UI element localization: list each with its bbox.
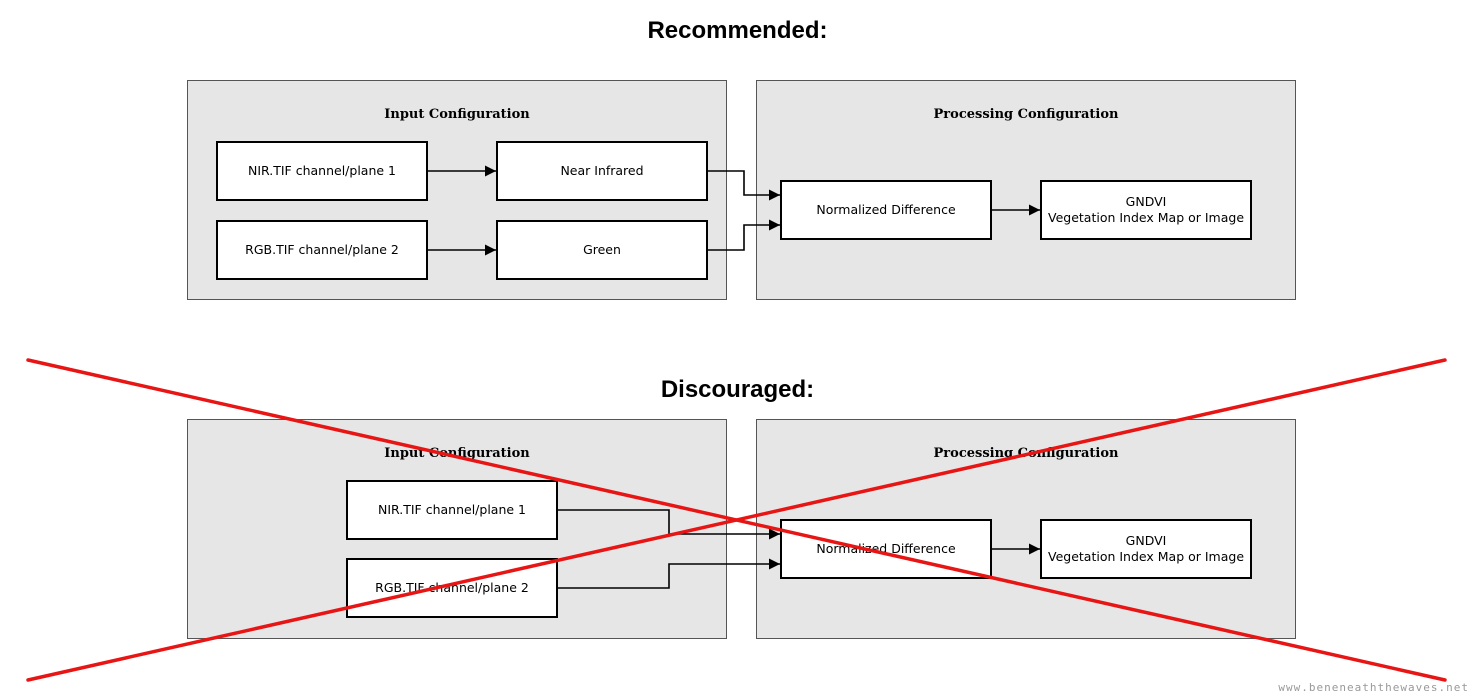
gndvi-label: GNDVI — [1125, 194, 1167, 209]
vegetation-index-label: Vegetation Index Map or Image — [1047, 210, 1245, 225]
near-infrared-node: Near Infrared — [496, 141, 708, 201]
processing-configuration-title: Processing Configuration — [933, 107, 1119, 122]
edge-rgb-to-normalized-difference — [558, 558, 780, 589]
edge-nir-to-normalized-difference — [558, 509, 780, 540]
gndvi-output-node: GNDVI Vegetation Index Map or Image — [1040, 519, 1252, 579]
discouraged-heading: Discouraged: — [660, 376, 815, 403]
gndvi-label: GNDVI — [1125, 533, 1167, 548]
nir-source-label: NIR.TIF channel/plane 1 — [247, 163, 397, 178]
normalized-difference-label: Normalized Difference — [816, 202, 956, 217]
rgb-source-node: RGB.TIF channel/plane 2 — [216, 220, 428, 280]
vegetation-index-label: Vegetation Index Map or Image — [1047, 549, 1245, 564]
rgb-source-label: RGB.TIF channel/plane 2 — [245, 242, 399, 257]
site-watermark: www.beneneaththewaves.net — [1278, 681, 1469, 694]
nir-source-node: NIR.TIF channel/plane 1 — [216, 141, 428, 201]
gndvi-output-node: GNDVI Vegetation Index Map or Image — [1040, 180, 1252, 240]
near-infrared-label: Near Infrared — [560, 163, 644, 178]
edge-near-infrared-to-normalized-difference — [708, 170, 780, 201]
input-configuration-title: Input Configuration — [384, 107, 530, 122]
green-label: Green — [583, 242, 621, 257]
recommended-heading: Recommended: — [647, 17, 828, 44]
nir-source-label: NIR.TIF channel/plane 1 — [377, 502, 527, 517]
green-node: Green — [496, 220, 708, 280]
normalized-difference-node: Normalized Difference — [780, 180, 992, 240]
nir-source-node: NIR.TIF channel/plane 1 — [346, 480, 558, 540]
edge-green-to-normalized-difference — [708, 219, 780, 251]
red-cross-line-ascending — [26, 358, 1447, 682]
